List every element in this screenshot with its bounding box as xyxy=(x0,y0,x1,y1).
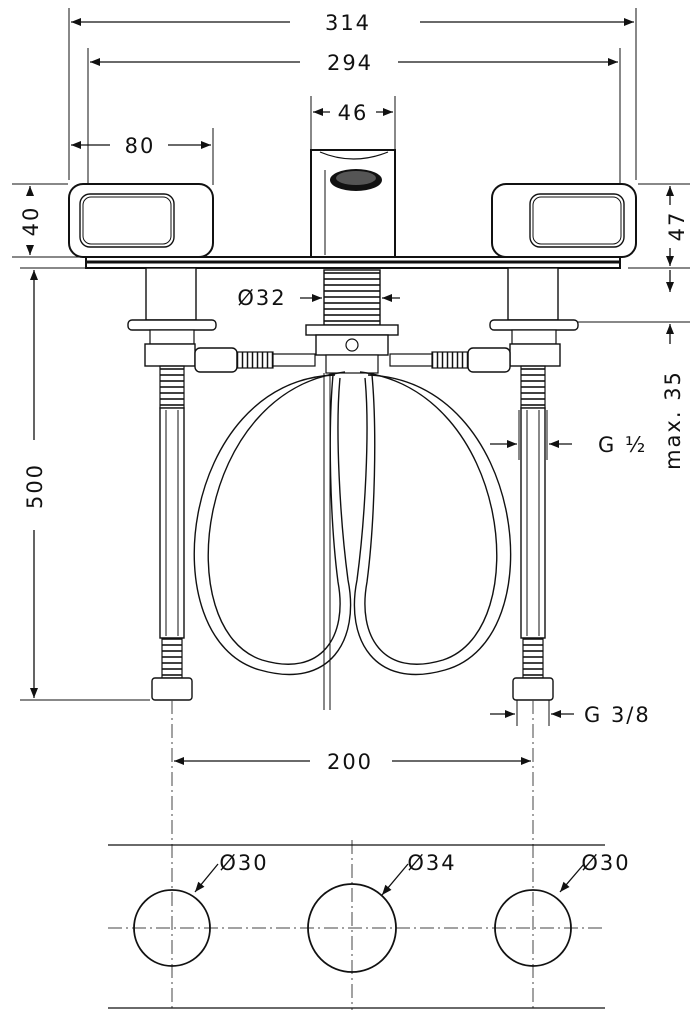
right-handle xyxy=(491,183,637,258)
label-314: 314 xyxy=(325,11,371,35)
label-80: 80 xyxy=(125,134,156,158)
left-shank xyxy=(127,267,217,409)
center-shank xyxy=(305,269,399,710)
hose-loops xyxy=(193,371,512,676)
spout xyxy=(310,149,396,258)
right-shank xyxy=(489,267,579,409)
label-294: 294 xyxy=(327,51,373,75)
dim-hose-length: 500 xyxy=(20,267,150,701)
label-47: 47 xyxy=(665,211,689,242)
label-500: 500 xyxy=(23,463,47,509)
dim-connection-thread: G 3/8 xyxy=(490,700,651,727)
dim-handle-width: 80 xyxy=(71,128,214,185)
dim-center-distance: 200 xyxy=(171,700,534,1010)
dim-spout-width: 46 xyxy=(310,96,396,150)
label-g12: G ½ xyxy=(598,433,647,457)
dim-handle-span: 294 xyxy=(87,48,621,190)
supply-hose-right xyxy=(512,407,554,701)
connector-right xyxy=(389,347,511,373)
label-200: 200 xyxy=(327,750,373,774)
hole-plan: Ø30 Ø34 Ø30 xyxy=(108,844,630,1009)
dim-overall-width: 314 xyxy=(68,8,637,180)
label-hole-left: Ø30 xyxy=(219,851,268,875)
dim-shank-diameter: Ø32 xyxy=(237,286,400,310)
label-hole-center: Ø34 xyxy=(407,851,456,875)
label-32: Ø32 xyxy=(237,286,286,310)
supply-hose-left xyxy=(151,407,193,701)
dim-max-deck: max. 35 xyxy=(578,270,690,470)
label-max35: max. 35 xyxy=(661,370,685,470)
deck-plate xyxy=(85,256,621,269)
dim-spout-height: 47 xyxy=(628,183,690,269)
dim-supply-thread: G ½ xyxy=(490,410,647,460)
dim-handle-height: 40 xyxy=(12,183,85,258)
connector-left xyxy=(194,347,316,373)
hole-left xyxy=(133,889,211,967)
label-46: 46 xyxy=(338,101,369,125)
label-hole-right: Ø30 xyxy=(581,851,630,875)
left-handle xyxy=(68,183,214,258)
hole-center xyxy=(307,883,397,973)
hole-right xyxy=(494,889,572,967)
label-g38: G 3/8 xyxy=(584,703,651,727)
label-40: 40 xyxy=(19,206,43,237)
